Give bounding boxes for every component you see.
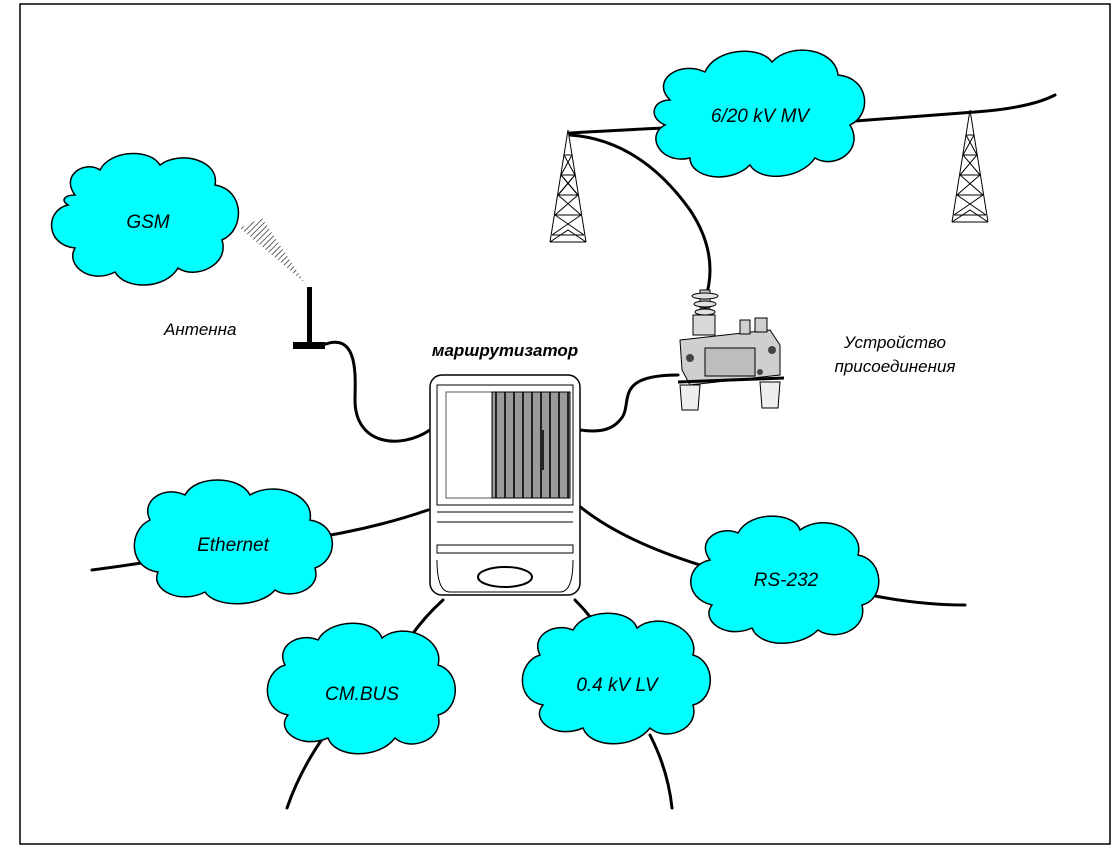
cloud-rs232: RS-232: [690, 515, 880, 644]
coupling-device-icon: [677, 289, 785, 411]
diagram-border: [19, 3, 1111, 845]
coupling-device-label-line1: Устройство: [843, 333, 946, 352]
cloud-gsm-label: GSM: [126, 212, 169, 233]
tower-right-icon: [951, 109, 989, 223]
cloud-cmbus-label: CM.BUS: [325, 684, 399, 705]
cloud-lv-label: 0.4 kV LV: [576, 675, 660, 696]
cloud-cmbus: CM.BUS: [266, 622, 456, 755]
router-label: маршрутизатор: [432, 341, 578, 360]
antenna-icon: [293, 287, 325, 349]
power-line: [568, 93, 1057, 302]
cloud-lv: 0.4 kV LV: [521, 612, 711, 745]
router-icon: [429, 374, 581, 596]
cloud-mv: 6/20 kV MV: [653, 49, 866, 178]
cloud-gsm: GSM: [50, 152, 240, 286]
antenna-cable: [321, 340, 432, 443]
cloud-ethernet-label: Ethernet: [197, 535, 270, 556]
cloud-ethernet: Ethernet: [133, 479, 334, 605]
coupling-device-label-line2: присоединения: [834, 357, 955, 376]
gsm-signal-beam-icon: [240, 218, 305, 283]
tower-left-icon: [549, 129, 587, 243]
cloud-rs232-label: RS-232: [754, 570, 819, 591]
cloud-mv-label: 6/20 kV MV: [711, 106, 812, 127]
coupling-cable: [578, 373, 680, 433]
antenna-label: Антенна: [163, 320, 236, 339]
